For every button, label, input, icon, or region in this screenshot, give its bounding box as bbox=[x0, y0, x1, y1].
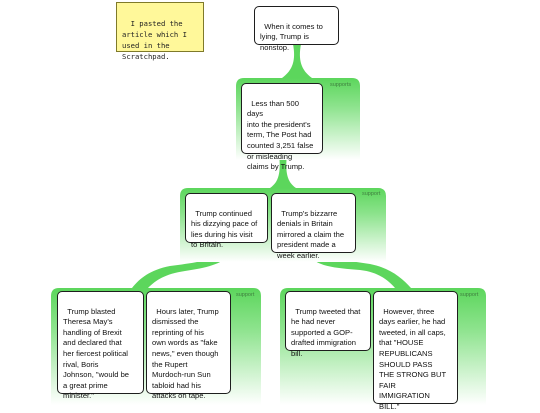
connector-n1-to-support bbox=[270, 154, 296, 188]
node-britain-visit-text: Trump continued his dizzying pace of lie… bbox=[191, 208, 258, 250]
node-gop-bill-claim[interactable]: Trump tweeted that he had never supporte… bbox=[285, 291, 371, 358]
node-theresa-may-claim[interactable]: Trump blasted Theresa May's handling of … bbox=[57, 291, 144, 400]
node-root-text: When it comes to lying, Trump is nonstop… bbox=[260, 21, 323, 52]
connector-n2a-to-left-group bbox=[132, 243, 234, 288]
node-bizarre-denials-text: Trump's bizzarre denials in Britain mirr… bbox=[277, 208, 345, 260]
node-500-days-text: Less than 500 days into the president's … bbox=[247, 98, 314, 172]
scratchpad-note[interactable]: I pasted the article which I used in the… bbox=[116, 2, 204, 61]
connector-root-to-supports bbox=[282, 44, 312, 78]
support-label-level-2: support bbox=[362, 191, 381, 197]
node-fake-news-text: Hours later, Trump dismissed the reprint… bbox=[152, 306, 219, 401]
node-fake-news-claim[interactable]: Hours later, Trump dismissed the reprint… bbox=[146, 291, 231, 400]
node-theresa-may-text: Trump blasted Theresa May's handling of … bbox=[63, 306, 130, 401]
node-root-claim[interactable]: When it comes to lying, Trump is nonstop… bbox=[254, 6, 339, 52]
node-500-days-claim[interactable]: Less than 500 days into the president's … bbox=[241, 83, 323, 171]
support-label-level-3-right: support bbox=[460, 292, 479, 298]
node-bizarre-denials-claim[interactable]: Trump's bizzarre denials in Britain mirr… bbox=[271, 193, 356, 260]
node-gop-bill-text: Trump tweeted that he had never supporte… bbox=[291, 306, 361, 358]
supports-label: supports bbox=[330, 82, 352, 88]
node-all-caps-tweet-claim[interactable]: However, three days earlier, he had twee… bbox=[373, 291, 458, 411]
node-britain-visit-claim[interactable]: Trump continued his dizzying pace of lie… bbox=[185, 193, 268, 249]
note-text: I pasted the article which I used in the… bbox=[122, 19, 187, 61]
node-all-caps-tweet-text: However, three days earlier, he had twee… bbox=[379, 306, 447, 411]
support-label-level-3-left: support bbox=[236, 292, 255, 298]
